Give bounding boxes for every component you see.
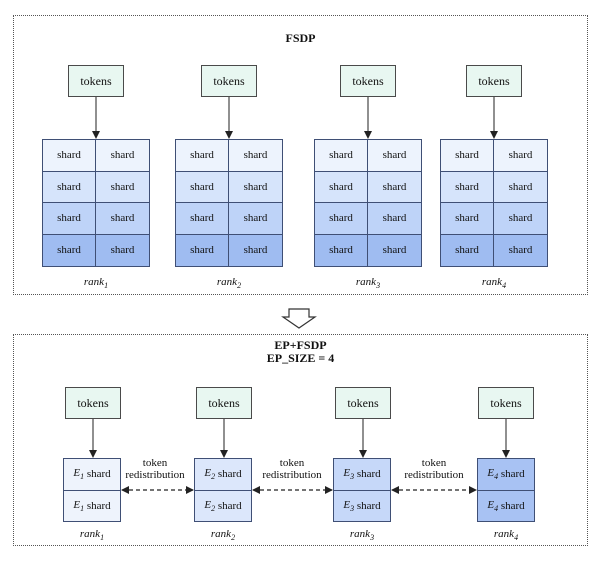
fsdp-tokens-box-4: tokens (466, 65, 522, 97)
shard-cell: shard (96, 234, 149, 266)
shard-cell: shard (441, 203, 494, 235)
ep-expert-shards-2: E2 shard E2 shard (194, 458, 252, 522)
fsdp-tokens-box-1: tokens (68, 65, 124, 97)
fsdp-shard-grid-2: shard shard shard shard shard shard shar… (175, 139, 283, 267)
shard-cell: shard (176, 234, 229, 266)
shard-cell: shard (229, 140, 282, 172)
shard-cell: shard (368, 171, 421, 203)
shard-cell: shard (494, 234, 547, 266)
fsdp-shard-grid-1: shard shard shard shard shard shard shar… (42, 139, 150, 267)
ep-expert-shards-1: E1 shard E1 shard (63, 458, 121, 522)
shard-cell: shard (176, 171, 229, 203)
ep-tokens-box-3: tokens (335, 387, 391, 419)
shard-cell: shard (43, 140, 96, 172)
expert-shard-cell: E4 shard (478, 489, 534, 521)
shard-cell: shard (441, 234, 494, 266)
ep-fsdp-panel: EP+FSDP EP_SIZE = 4 (13, 334, 588, 546)
expert-shard-cell: E3 shard (334, 459, 390, 490)
ep-tokens-box-4: tokens (478, 387, 534, 419)
fsdp-title: FSDP (285, 31, 316, 45)
shard-cell: shard (494, 140, 547, 172)
ep-rank-label-3: rank3 (349, 528, 375, 543)
expert-shard-cell: E1 shard (64, 459, 120, 490)
shard-cell: shard (96, 203, 149, 235)
ep-title-line2: EP_SIZE = 4 (266, 351, 335, 365)
shard-cell: shard (229, 234, 282, 266)
fsdp-rank-label-3: rank3 (355, 276, 381, 291)
fsdp-panel: FSDP (13, 15, 588, 295)
shard-cell: shard (368, 234, 421, 266)
ep-tokens-box-1: tokens (65, 387, 121, 419)
transition-arrow-icon (281, 308, 317, 329)
ep-rank-label-1: rank1 (79, 528, 105, 543)
expert-shard-cell: E2 shard (195, 459, 251, 490)
shard-cell: shard (43, 203, 96, 235)
shard-cell: shard (43, 234, 96, 266)
fsdp-tokens-box-3: tokens (340, 65, 396, 97)
ep-rank-label-2: rank2 (210, 528, 236, 543)
expert-shard-cell: E3 shard (334, 489, 390, 521)
fsdp-rank-label-4: rank4 (481, 276, 507, 291)
fsdp-shard-grid-4: shard shard shard shard shard shard shar… (440, 139, 548, 267)
fsdp-tokens-box-2: tokens (201, 65, 257, 97)
shard-cell: shard (368, 140, 421, 172)
shard-cell: shard (494, 171, 547, 203)
shard-cell: shard (368, 203, 421, 235)
ep-title-line1: EP+FSDP (274, 338, 327, 352)
fsdp-rank-label-2: rank2 (216, 276, 242, 291)
shard-cell: shard (96, 171, 149, 203)
ep-tokens-box-2: tokens (196, 387, 252, 419)
expert-shard-cell: E4 shard (478, 459, 534, 490)
shard-cell: shard (441, 140, 494, 172)
ep-expert-shards-4: E4 shard E4 shard (477, 458, 535, 522)
shard-cell: shard (441, 171, 494, 203)
shard-cell: shard (315, 140, 368, 172)
shard-cell: shard (43, 171, 96, 203)
shard-cell: shard (176, 203, 229, 235)
ep-expert-shards-3: E3 shard E3 shard (333, 458, 391, 522)
expert-shard-cell: E2 shard (195, 489, 251, 521)
shard-cell: shard (315, 234, 368, 266)
ep-rank-label-4: rank4 (493, 528, 519, 543)
shard-cell: shard (176, 140, 229, 172)
expert-shard-cell: E1 shard (64, 489, 120, 521)
shard-cell: shard (96, 140, 149, 172)
shard-cell: shard (229, 203, 282, 235)
shard-cell: shard (315, 203, 368, 235)
shard-cell: shard (494, 203, 547, 235)
shard-cell: shard (229, 171, 282, 203)
shard-cell: shard (315, 171, 368, 203)
fsdp-rank-label-1: rank1 (83, 276, 109, 291)
fsdp-shard-grid-3: shard shard shard shard shard shard shar… (314, 139, 422, 267)
